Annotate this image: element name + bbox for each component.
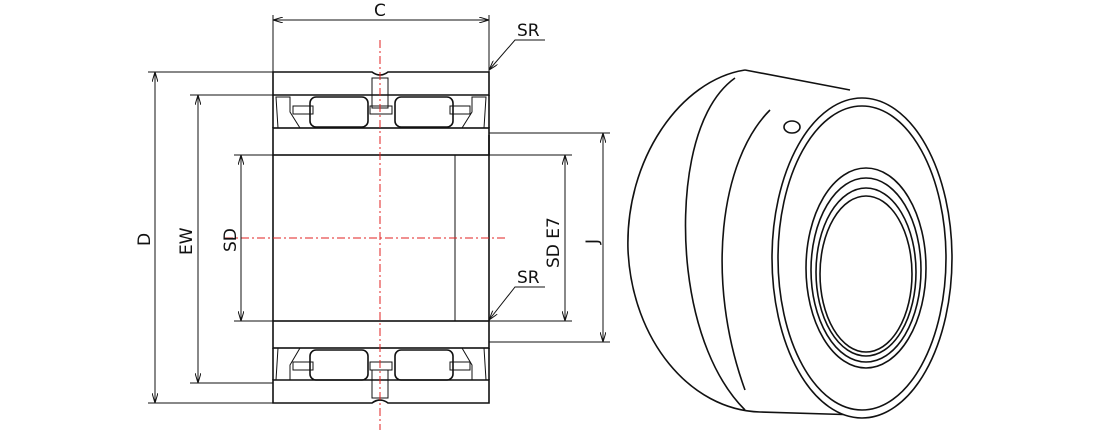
roller-bottom-left <box>309 349 369 381</box>
dimensions <box>148 15 610 404</box>
inner-ring-bottom <box>272 320 490 381</box>
outer-ring-bottom <box>272 369 490 404</box>
dim-label-sd: SD <box>221 228 241 252</box>
dim-label-j: J <box>583 239 603 245</box>
roller-top-left <box>309 96 369 128</box>
dim-label-sr-top: SR <box>517 21 540 41</box>
isometric-bearing-view <box>627 69 953 419</box>
dim-label-c: C <box>374 1 386 21</box>
inner-ring-top <box>272 96 490 156</box>
dim-label-sd-e7: SD E7 <box>544 217 564 268</box>
roller-bottom-right <box>394 349 454 381</box>
outer-ring-top <box>272 71 490 109</box>
dim-label-sr-bottom: SR <box>517 268 540 288</box>
dim-label-d: D <box>135 233 155 246</box>
dim-label-ew: EW <box>177 227 197 255</box>
cross-section-view <box>225 40 505 430</box>
roller-top-right <box>394 96 454 128</box>
lubrication-hole <box>783 120 801 134</box>
